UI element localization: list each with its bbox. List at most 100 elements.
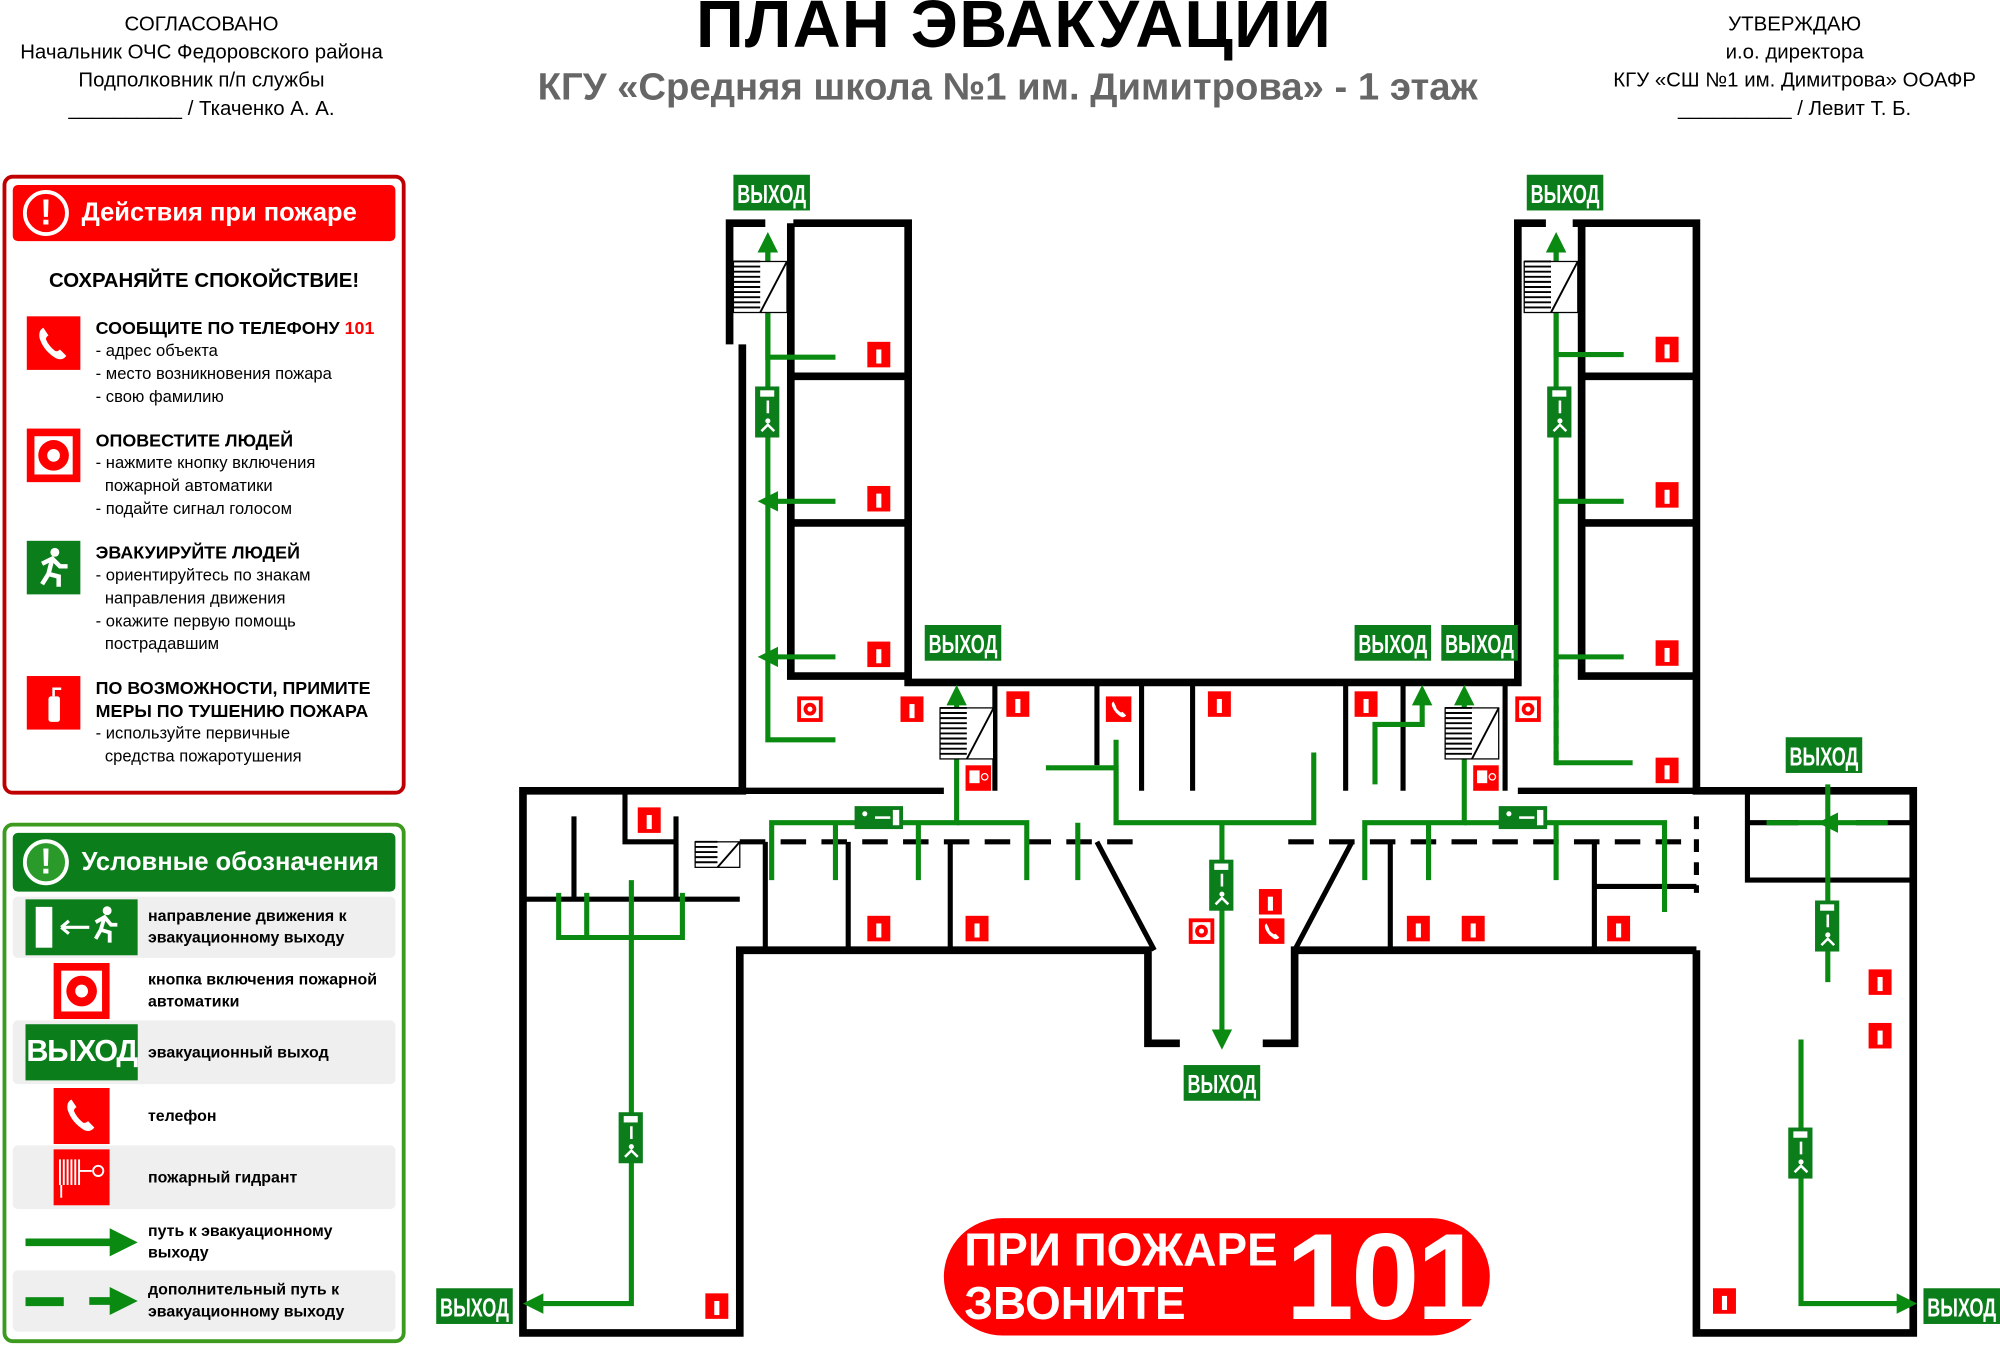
exit-label: ВЫХОД (1445, 631, 1514, 659)
legend-panel: ! Условные обозначения направление движе… (2, 822, 406, 1344)
legend-label: пожарный гидрант (147, 1167, 298, 1186)
exit-label: ВЫХОД (929, 631, 998, 659)
fire-extinguisher-icon (705, 1293, 729, 1319)
exit-direction-sign-icon (1547, 386, 1572, 438)
staircase (694, 840, 741, 868)
legend-label: направление движения к эвакуационному вы… (147, 906, 347, 947)
fire-hydrant-icon (1473, 765, 1499, 791)
fire-extinguisher-icon (867, 341, 891, 368)
fire-actions-panel: ! Действия при пожаре СОХРАНЯЙТЕ СПОКОЙС… (2, 174, 406, 795)
action-head: СООБЩИТЕ ПО ТЕЛЕФОНУ (95, 317, 340, 339)
action-line: пострадавшим (95, 633, 220, 654)
exit-sign-icon: ВЫХОД (25, 1024, 138, 1081)
legend-title: Условные обозначения (81, 847, 379, 876)
walls (519, 219, 1918, 1337)
additional-path-dashed-arrow-icon (25, 1286, 138, 1316)
phone-icon (1105, 696, 1132, 722)
legend-label: путь к эвакуационному выходу (147, 1221, 333, 1262)
legend-header: ! Условные обозначения (12, 832, 396, 892)
staircase (1523, 260, 1579, 314)
emergency-number: 101 (344, 317, 375, 339)
evacuation-paths (522, 232, 1918, 1314)
fire-extinguisher-icon (1607, 915, 1631, 942)
staircase (732, 260, 788, 314)
legend-label: дополнительный путь к эвакуационному вых… (147, 1280, 345, 1321)
action-line: - используйте первичные (95, 723, 291, 743)
fire-hydrant-icon (53, 1149, 110, 1206)
exit-sign: ВЫХОД (924, 624, 1002, 661)
fire-extinguisher-icon (900, 696, 924, 722)
exit-direction-sign-icon (1788, 1127, 1813, 1179)
legend-label: эвакуационный выход (147, 1042, 329, 1061)
action-line: - нажмите кнопку включения (95, 452, 316, 472)
exclamation-icon: ! (22, 839, 69, 886)
exit-sign: ВЫХОД (1441, 624, 1518, 661)
legend-item: направление движения к эвакуационному вы… (12, 896, 396, 958)
exit-sign: ВЫХОД (1526, 174, 1604, 211)
exit-sign: ВЫХОД (436, 1288, 513, 1324)
exit-direction-sign-icon (755, 386, 780, 438)
action-line: - ориентируйтесь по знакам (95, 565, 311, 585)
exit-direction-sign-icon (1815, 900, 1840, 952)
exit-label: ВЫХОД (1531, 181, 1600, 209)
staircase (939, 706, 995, 760)
action-evacuate: ЭВАКУИРУЙТЕ ЛЮДЕЙ- ориентируйтесь по зна… (26, 540, 392, 656)
fire-extinguisher-icon (1655, 757, 1679, 784)
exit-direction-sign-icon (1498, 806, 1548, 830)
exit-direction-sign-icon (854, 806, 904, 830)
exit-label: ВЫХОД (1927, 1294, 1996, 1322)
fire-hydrant-icon (965, 765, 992, 791)
exit-sign: ВЫХОД (1923, 1288, 2000, 1324)
fire-actions-title: Действия при пожаре (81, 198, 357, 227)
action-line: - адрес объекта (95, 340, 218, 360)
fire-extinguisher-icon (1655, 482, 1679, 508)
legend-item: дополнительный путь к эвакуационному вых… (12, 1270, 396, 1332)
page-title: ПЛАН ЭВАКУАЦИИ (695, 0, 1333, 63)
agreed-line: __________ / Ткаченко А. А. (68, 98, 335, 120)
fire-extinguisher-icon (1868, 969, 1892, 995)
banner-number: 101 (1285, 1209, 1485, 1346)
exit-label: ВЫХОД (1358, 631, 1427, 659)
action-head: ЭВАКУИРУЙТЕ ЛЮДЕЙ (95, 542, 300, 563)
fire-alarm-button-icon (53, 963, 110, 1020)
action-line: пожарной автоматики (95, 475, 273, 495)
banner-line1: ПРИ ПОЖАРЕ (964, 1223, 1278, 1276)
agreed-block: СОГЛАСОВАНО Начальник ОЧС Федоровского р… (0, 11, 403, 123)
fire-extinguisher-icon (1354, 691, 1378, 717)
action-line: - свою фамилию (95, 386, 224, 406)
fire-extinguisher-icon (1461, 915, 1485, 942)
exit-sign: ВЫХОД (1183, 1065, 1261, 1101)
evacuation-path-arrow-icon (25, 1228, 138, 1257)
action-line: - подайте сигнал голосом (95, 498, 293, 518)
action-line: - окажите первую помощь (95, 610, 296, 631)
exit-direction-sign-icon (25, 899, 138, 956)
fire-extinguisher-icon (637, 807, 661, 833)
fire-extinguisher-icon (1207, 691, 1231, 717)
exit-label: ВЫХОД (1187, 1071, 1256, 1099)
agreed-line: Подполковник п/п службы (78, 70, 325, 92)
legend-item: кнопка включения пожарной автоматики (13, 960, 396, 1021)
action-alert: ОПОВЕСТИТЕ ЛЮДЕЙ- нажмите кнопку включен… (26, 428, 392, 521)
exit-sign: ВЫХОД (1354, 624, 1432, 661)
legend-label: телефон (147, 1106, 217, 1125)
exit-label: ВЫХОД (737, 181, 806, 209)
fire-alarm-button-icon (797, 696, 823, 722)
fire-extinguisher-icon (867, 641, 891, 668)
fire-extinguisher-icon (867, 485, 891, 512)
fire-extinguisher-icon (867, 915, 891, 942)
phone-icon (26, 316, 81, 370)
staircase (1444, 706, 1500, 760)
agreed-line: Начальник ОЧС Федоровского района (20, 42, 383, 64)
fire-extinguisher-icon (1406, 915, 1430, 942)
phone-icon (1258, 918, 1285, 944)
exit-label: ВЫХОД (1790, 743, 1859, 771)
legend-item: путь к эвакуационному выходу (13, 1212, 396, 1273)
running-man-icon (26, 540, 81, 595)
banner-line2: ЗВОНИТЕ (964, 1276, 1186, 1330)
fire-extinguisher-icon (1712, 1288, 1736, 1314)
phone-icon (53, 1088, 110, 1145)
fire-extinguisher-icon (1868, 1022, 1892, 1049)
keep-calm-text: СОХРАНЯЙТЕ СПОКОЙСТВИЕ! (49, 270, 360, 293)
fire-extinguisher-icon (1258, 889, 1282, 915)
